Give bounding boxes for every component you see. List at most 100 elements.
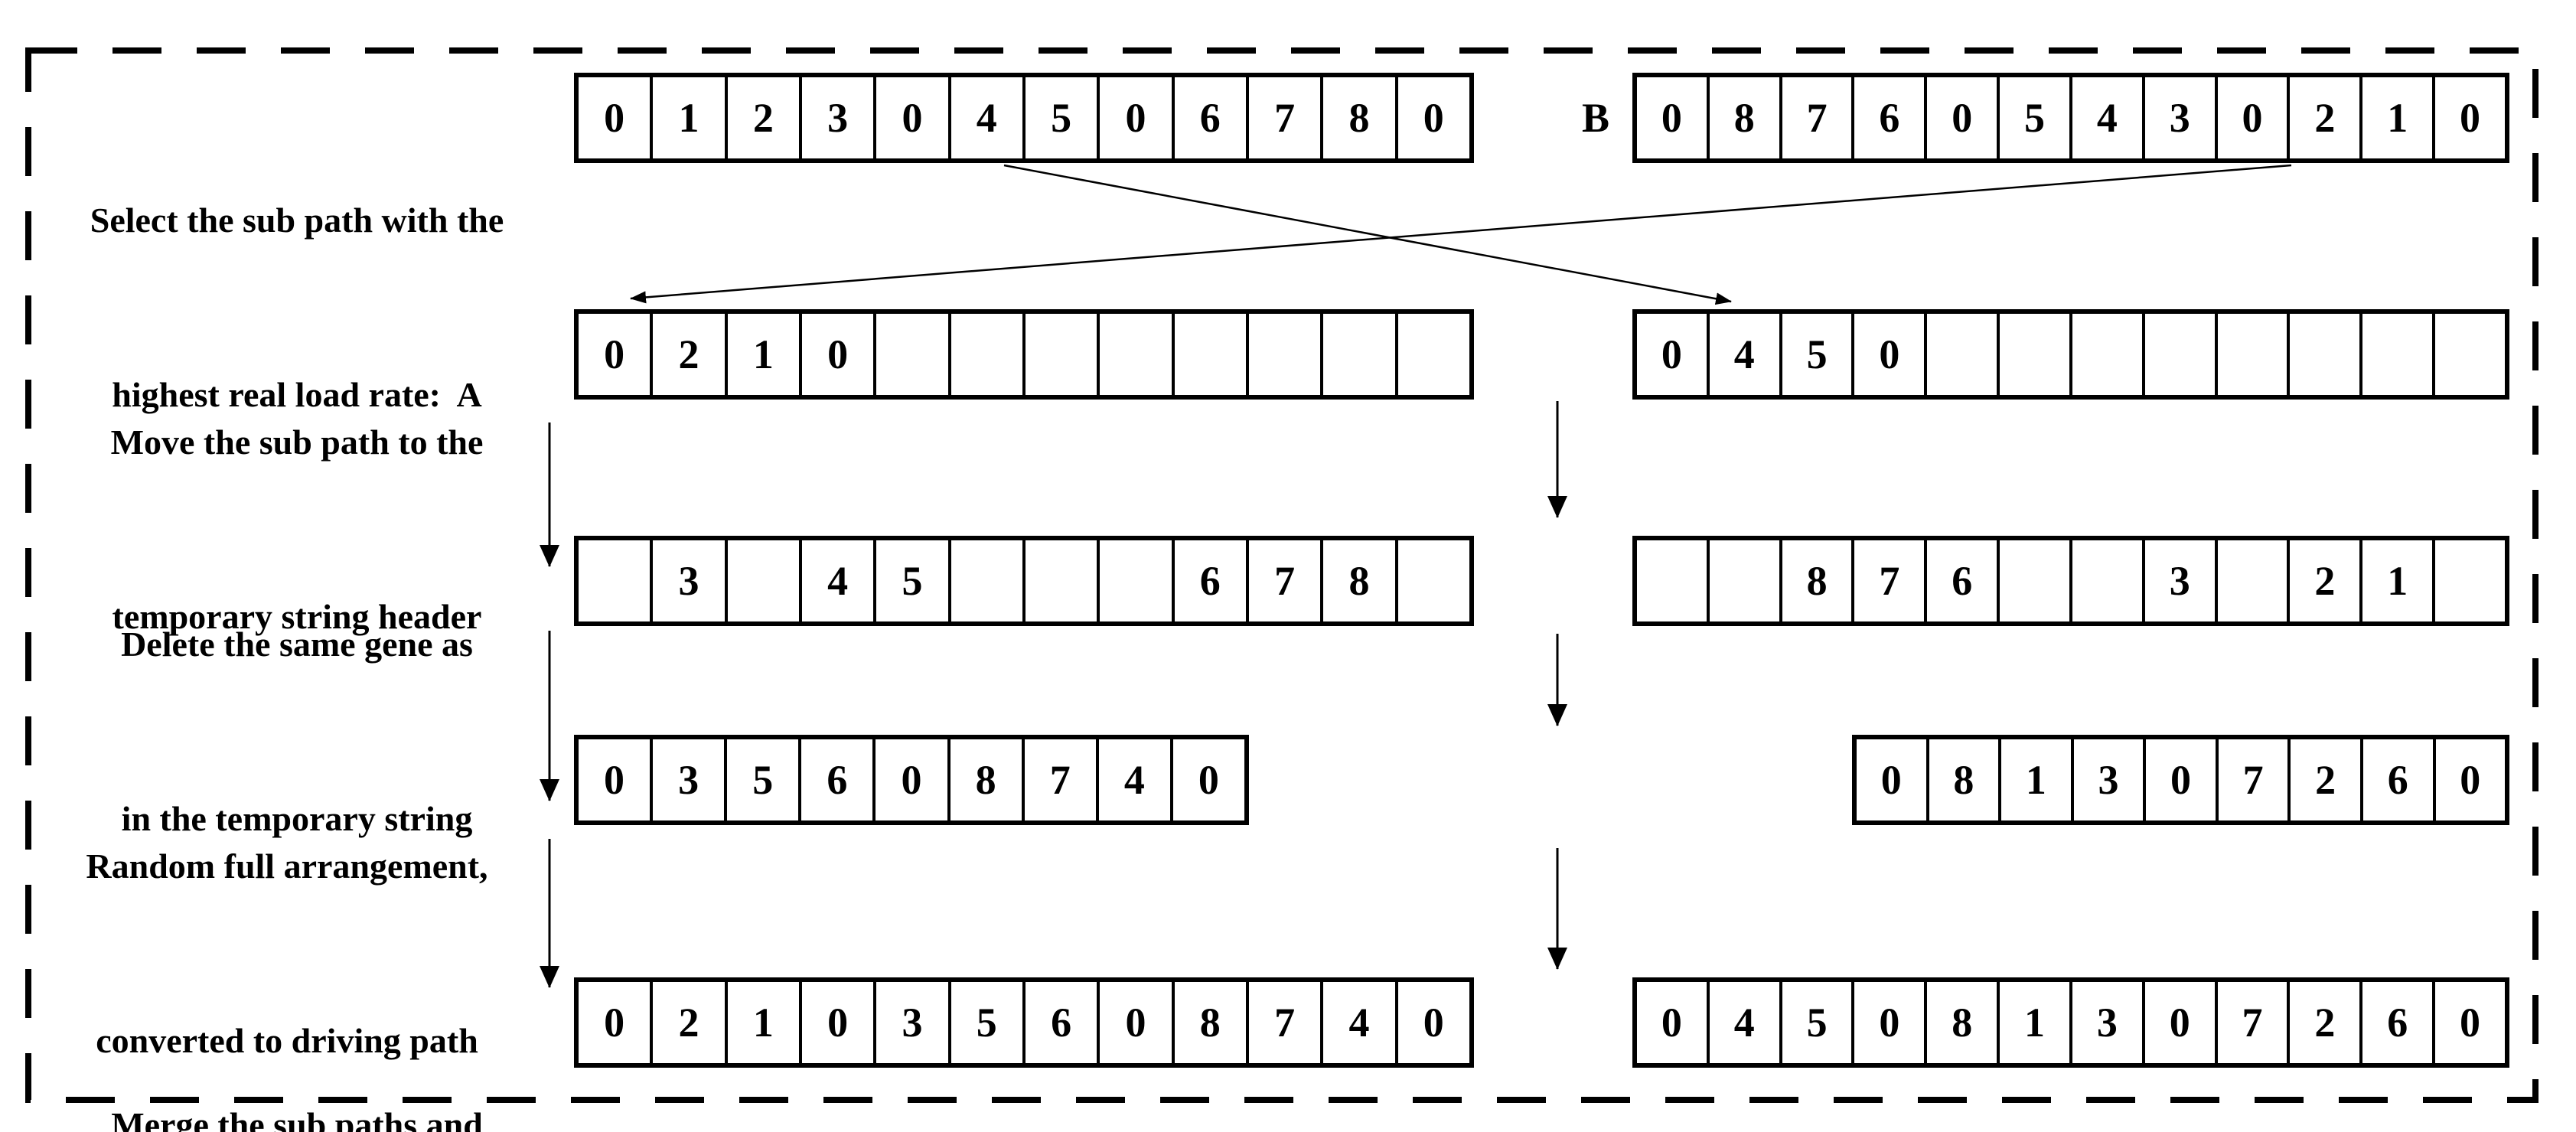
gene-cell: 5 <box>947 982 1022 1063</box>
gene-cell: 6 <box>1924 540 1997 621</box>
gene-cell: 0 <box>604 95 625 141</box>
gene-cell: 4 <box>947 77 1022 158</box>
gene-cell: 6 <box>1022 982 1097 1063</box>
gene-cell: 0 <box>604 331 625 377</box>
gene-cell <box>1997 314 2069 395</box>
gene-cell: 0 <box>1169 739 1244 820</box>
gene-cell: 4 <box>2069 77 2142 158</box>
gene-cell: 0 <box>1394 982 1469 1063</box>
step-label-line: Random full arrangement, <box>86 847 488 886</box>
gene-cell: 6 <box>2359 739 2433 820</box>
gene-cell: 7 <box>1851 540 1924 621</box>
gene-cell: 8 <box>1706 77 1779 158</box>
gene-cell: 0 <box>604 757 625 803</box>
gene-cell: 8 <box>1320 77 1394 158</box>
step-label-arrange: Random full arrangement, converted to dr… <box>34 721 540 1132</box>
gene-cell: 3 <box>2141 540 2215 621</box>
gene-cell: 7 <box>1245 982 1320 1063</box>
gene-cell: 0 <box>1924 77 1997 158</box>
gene-cell: 1 <box>1998 739 2071 820</box>
gene-cell: 0 <box>2432 77 2505 158</box>
step-label-line: highest real load rate: A <box>112 375 482 414</box>
gene-cell: 0 <box>873 77 947 158</box>
gene-cell: 3 <box>2141 77 2215 158</box>
gene-cell: 2 <box>2287 77 2359 158</box>
gene-cell <box>947 540 1022 621</box>
gene-cell: 0 <box>604 1000 625 1046</box>
gene-cell: 0 <box>1880 757 1902 803</box>
gene-cell: 1 <box>2359 77 2432 158</box>
gene-cell: 0 <box>1097 982 1171 1063</box>
gene-cell: 1 <box>1997 982 2069 1063</box>
gene-cell <box>2214 314 2287 395</box>
gene-cell <box>2214 540 2287 621</box>
parent-b-tag: B <box>1581 95 1610 141</box>
gene-cell: 2 <box>650 982 724 1063</box>
gene-cell <box>873 314 947 395</box>
gene-cell: 1 <box>650 77 724 158</box>
gene-cell: 0 <box>2432 739 2506 820</box>
gene-cell: 8 <box>1779 540 1852 621</box>
gene-cell: 2 <box>724 77 799 158</box>
gene-cell: 3 <box>2070 739 2144 820</box>
gene-cell <box>1022 314 1097 395</box>
gene-cell: 6 <box>2359 982 2432 1063</box>
gene-cell <box>2359 314 2432 395</box>
gene-cell: 0 <box>1851 314 1924 395</box>
gene-cell <box>1097 540 1171 621</box>
gene-cell <box>2069 314 2142 395</box>
gene-cell: 0 <box>1661 331 1682 377</box>
step-label-line: converted to driving path <box>96 1021 478 1060</box>
step-label-line: temporary string header <box>112 597 482 636</box>
gene-cell <box>1997 540 2069 621</box>
gene-cell: 1 <box>724 982 799 1063</box>
gene-cell: 6 <box>1171 77 1246 158</box>
gene-cell: 4 <box>1706 982 1779 1063</box>
gene-cell: 0 <box>1097 77 1171 158</box>
gene-cell: 3 <box>873 982 947 1063</box>
gene-cell <box>2141 314 2215 395</box>
gene-cell <box>724 540 799 621</box>
gene-cell: 5 <box>724 739 798 820</box>
gene-cell <box>1097 314 1171 395</box>
gene-cell: 2 <box>2287 540 2359 621</box>
gene-cell: 3 <box>798 77 873 158</box>
gene-cell: 1 <box>724 314 799 395</box>
gene-cell: 3 <box>650 739 724 820</box>
step-label-line: Merge the sub paths and <box>111 1105 483 1132</box>
gene-cell <box>2069 540 2142 621</box>
gene-cell: 6 <box>798 739 872 820</box>
gene-cell <box>1022 540 1097 621</box>
gene-cell: 4 <box>798 540 873 621</box>
step-label-move: Move the sub path to the temporary strin… <box>44 297 549 762</box>
gene-cell: 4 <box>1320 982 1394 1063</box>
step-label-line: Delete the same gene as <box>121 625 473 664</box>
gene-cell: 0 <box>798 982 873 1063</box>
gene-cell <box>1171 314 1246 395</box>
gene-cell: 2 <box>2287 739 2360 820</box>
gene-cell: 7 <box>1021 739 1096 820</box>
crossover-line-a-to-right <box>1003 164 1732 305</box>
gene-cell: 7 <box>1245 77 1320 158</box>
gene-cell: 5 <box>873 540 947 621</box>
gene-cell: 2 <box>2287 982 2359 1063</box>
gene-cell: 5 <box>1779 982 1852 1063</box>
gene-cell: 0 <box>2141 982 2215 1063</box>
gene-cell: 0 <box>1661 95 1682 141</box>
gene-cell <box>1320 314 1394 395</box>
gene-cell: 1 <box>2359 540 2432 621</box>
gene-cell: 6 <box>1851 77 1924 158</box>
gene-cell: 5 <box>1022 77 1097 158</box>
gene-cell: 8 <box>1924 982 1997 1063</box>
gene-cell: 2 <box>650 314 724 395</box>
gene-cell: 8 <box>1320 540 1394 621</box>
